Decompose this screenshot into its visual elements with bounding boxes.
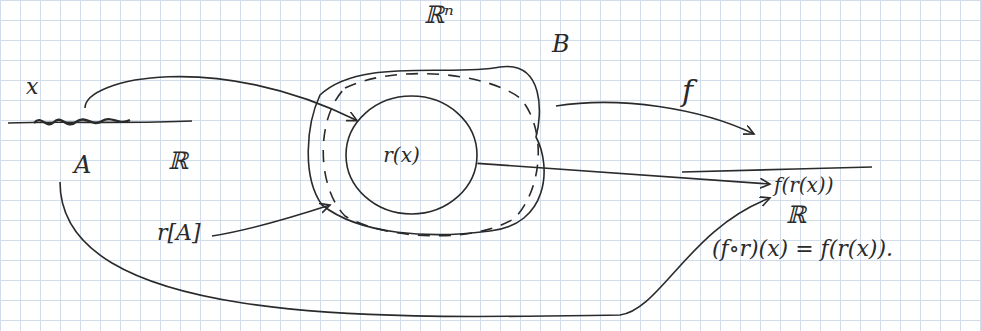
node-text: f(r(x)) [774, 174, 833, 197]
node-text: B [552, 31, 570, 59]
space-symbol: ℝⁿ [424, 2, 454, 30]
node-text: r(x) [383, 144, 419, 167]
mapping-arrow [60, 182, 770, 317]
map-arrow-f [556, 102, 754, 134]
set-segment: A [30, 108, 140, 182]
node-text: A [74, 152, 91, 180]
real-line-right [682, 167, 872, 172]
point-label: x [26, 74, 38, 99]
function-label: f [682, 74, 693, 109]
mapping-arrow [85, 77, 357, 121]
circle-outline [346, 96, 477, 214]
segment-squiggle [34, 119, 130, 124]
set-symbol: ℝ [786, 202, 806, 230]
leader-arrow [212, 205, 330, 236]
formula: (f∘r)(x) = f(r(x)). [712, 236, 893, 261]
value-point: f(r(x)) [770, 174, 880, 202]
neighborhood-circle: r(x) [345, 95, 478, 215]
dashed-outline [323, 74, 538, 236]
node-text: r[A] [157, 220, 201, 245]
mapping-arrow [477, 163, 770, 184]
set-symbol: ℝ [168, 148, 188, 176]
image-region: r[A]r(x) [315, 68, 540, 238]
